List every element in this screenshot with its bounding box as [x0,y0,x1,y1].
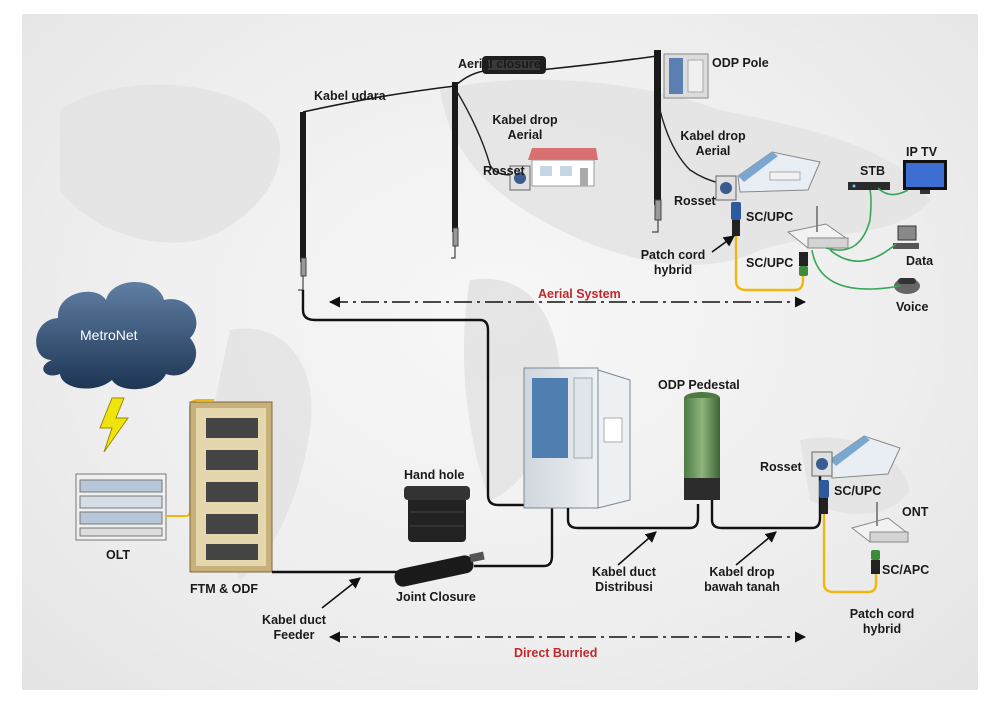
label-aerial-system: Aerial System [538,287,621,301]
aerial-cable [302,55,658,113]
aerial-closure-device [482,56,546,74]
label-rosset-2: Rosset [674,194,716,208]
distribusi-arrow [617,531,657,566]
pole-1 [298,112,307,291]
label-sc-upc-3: SC/UPC [834,484,882,498]
aerial-to-cabinet-cable [301,290,540,507]
cabinet-to-pedestal-cable [566,504,700,530]
label-rosset-1: Rosset [483,164,525,178]
patch-cord-buried [822,514,878,594]
lightning-icon [99,397,129,453]
hand-hole-device [404,486,470,542]
house-icon-3 [829,435,901,479]
odp-pole-box [663,53,709,99]
label-joint-closure: Joint Closure [396,590,476,604]
label-kabel-udara: Kabel udara [314,89,386,103]
label-ftm-odf: FTM & ODF [190,582,259,596]
joint-to-cabinet-cable [474,505,554,568]
label-voice: Voice [896,300,929,314]
label-aerial-closure: Aerial closure [458,57,541,71]
label-sc-upc-1: SC/UPC [746,210,794,224]
aerial-poles [298,50,662,291]
drop-cable-aerial-1 [455,89,513,176]
label-ip-tv: IP TV [906,145,938,159]
patch-cord-aerial [734,236,805,292]
label-odp-pole: ODP Pole [712,56,769,70]
feeder-arrow [321,577,361,609]
ftm-odf-rack [189,401,273,573]
pedestal-to-rosset-cable [710,470,822,530]
label-metronet: MetroNet [80,327,138,343]
house-icon [528,148,598,187]
sc-upc-connector-3 [819,480,829,514]
label-stb: STB [860,164,885,178]
label-olt: OLT [106,548,131,562]
label-hand-hole: Hand hole [404,468,465,482]
iptv-monitor [903,160,947,194]
drop-cable-aerial-2 [659,109,721,184]
ont-buried-device [850,502,909,543]
data-pc-icon [893,225,919,249]
sc-upc-connector-2 [799,252,808,276]
voice-phone-icon [894,278,920,294]
pole-3 [652,50,662,233]
label-odp-pedestal: ODP Pedestal [658,378,740,392]
label-data: Data [906,254,934,268]
patch-cord-aerial-arrow [711,235,735,253]
sc-apc-connector [871,550,880,574]
label-sc-apc: SC/APC [882,563,930,577]
house-icon-2 [737,151,821,193]
stb-device [848,182,890,190]
pole-2 [451,82,459,259]
label-sc-upc-2: SC/UPC [746,256,794,270]
sc-upc-connector-1 [731,202,741,236]
metronet-cloud [36,282,197,390]
olt-device [75,473,167,541]
label-direct-burried: Direct Burried [514,646,598,660]
label-ont: ONT [902,505,929,519]
odc-cabinet [523,367,631,509]
bawah-tanah-arrow [735,531,777,566]
green-cables [811,187,909,290]
odp-pedestal [684,392,720,500]
label-rosset-3: Rosset [760,460,802,474]
joint-closure-device [394,551,485,587]
